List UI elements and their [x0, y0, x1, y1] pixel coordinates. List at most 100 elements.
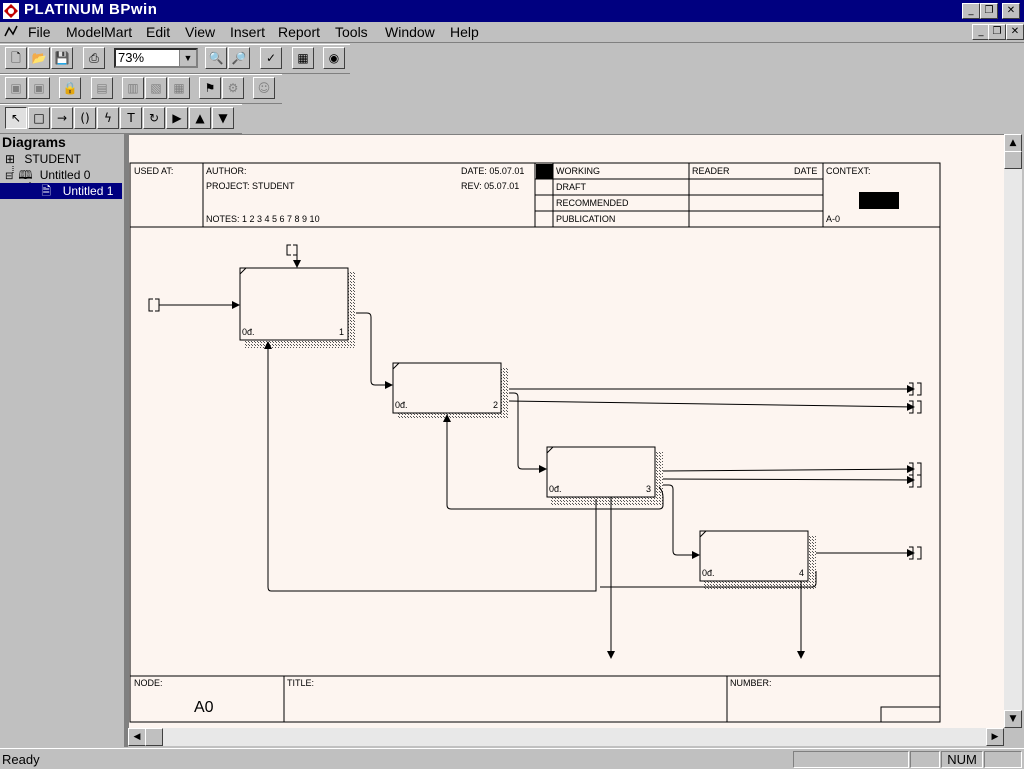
expand-icon[interactable]: ⊟ — [5, 171, 14, 182]
book-icon: 🕮 — [18, 168, 33, 182]
project-label: PROJECT: STUDENT — [206, 181, 295, 191]
activity-box-1: 0đ. 1 — [239, 267, 356, 348]
diagram-canvas[interactable]: USED AT: AUTHOR: PROJECT: STUDENT NOTES:… — [128, 134, 1006, 730]
status-working: WORKING — [556, 166, 600, 176]
feedback-arrow — [443, 414, 664, 510]
document-icon[interactable] — [3, 24, 19, 40]
box-cost: 0đ. — [702, 568, 715, 578]
open-icon[interactable]: 📂 — [28, 47, 50, 69]
model-icon: ⊞ — [5, 152, 16, 166]
tree-item-student[interactable]: ⊞ STUDENT — [5, 151, 81, 167]
activity-box-2: 0đ. 2 — [392, 362, 509, 419]
globe-icon[interactable]: ◉ — [323, 47, 345, 69]
menu-modelmart[interactable]: ModelMart — [66, 24, 133, 40]
mm-security-icon[interactable]: ⚙ — [222, 77, 244, 99]
status-bar: Ready NUM — [0, 748, 1024, 769]
feedback-arrow — [264, 341, 597, 592]
context-node: A-0 — [826, 214, 840, 224]
box-number: 1 — [339, 327, 344, 337]
output-arrow — [662, 475, 915, 484]
diagrams-panel: Diagrams ⊞ STUDENT ⊟ 🕮 Untitled 0 🗎 Unti… — [0, 134, 124, 747]
minimize-button[interactable]: _ — [962, 3, 980, 19]
scroll-left-icon[interactable]: ◀ — [128, 728, 146, 746]
mm-lock-icon[interactable]: 🔒 — [59, 77, 81, 99]
output-arrow — [356, 312, 393, 389]
vertical-scroll-thumb[interactable] — [1004, 151, 1022, 169]
print-icon[interactable]: ⎙ — [83, 47, 105, 69]
mdi-restore-button[interactable]: ❐ — [988, 24, 1006, 40]
menu-help[interactable]: Help — [450, 24, 479, 40]
mm-connect-icon[interactable]: ▣ — [5, 77, 27, 99]
arrow-tool-icon[interactable]: → — [51, 107, 73, 129]
window-title: PLATINUM BPwin — [24, 1, 158, 18]
zoom-select[interactable]: 73% ▼ — [114, 48, 198, 68]
date-label: DATE: 05.07.01 — [461, 166, 524, 176]
horizontal-scroll-thumb[interactable] — [145, 728, 163, 746]
scroll-down-icon[interactable]: ▼ — [1004, 710, 1022, 728]
go-down-icon[interactable]: ▼ — [212, 107, 234, 129]
activity-box-4: 0đ. 4 — [699, 530, 816, 590]
tunnel-bracket — [286, 244, 298, 256]
menu-insert[interactable]: Insert — [230, 24, 266, 40]
tree-item-label: Untitled 0 — [39, 168, 91, 182]
mdi-close-button[interactable]: ✕ — [1006, 24, 1024, 40]
menu-file[interactable]: File — [28, 24, 51, 40]
status-publication: PUBLICATION — [556, 214, 615, 224]
chevron-down-icon[interactable]: ▼ — [179, 50, 196, 66]
tree-item-untitled-1[interactable]: 🗎 Untitled 1 — [0, 183, 122, 199]
menu-view[interactable]: View — [185, 24, 216, 40]
horizontal-scrollbar[interactable]: ◀ ▶ — [128, 728, 1004, 746]
model-explorer-icon[interactable]: ▦ — [292, 47, 314, 69]
feedback-arrow — [600, 571, 817, 588]
mm-open-icon[interactable]: ▤ — [91, 77, 113, 99]
menu-window[interactable]: Window — [385, 24, 435, 40]
activity-box-3: 0đ. 3 — [546, 446, 663, 506]
box-cost: 0đ. — [395, 400, 408, 410]
spellcheck-icon[interactable]: ✓ — [260, 47, 282, 69]
go-to-child-icon[interactable]: ▶ — [166, 107, 188, 129]
app-icon[interactable] — [3, 3, 19, 19]
zoom-out-icon[interactable]: 🔎 — [228, 47, 250, 69]
box-cost: 0đ. — [549, 484, 562, 494]
menu-edit[interactable]: Edit — [146, 24, 171, 40]
tunnel-tool-icon[interactable]: () — [74, 107, 96, 129]
page-icon: 🗎 — [41, 184, 51, 198]
output-arrow — [509, 392, 547, 473]
status-recommended: RECOMMENDED — [556, 198, 629, 208]
save-icon[interactable]: 💾 — [51, 47, 73, 69]
squiggle-tool-icon[interactable]: ϟ — [97, 107, 119, 129]
maximize-button[interactable]: ❐ — [980, 3, 998, 19]
text-tool-icon[interactable]: T — [120, 107, 142, 129]
mm-copy-icon[interactable]: ▧ — [145, 77, 167, 99]
panel-splitter[interactable] — [124, 134, 128, 747]
mm-people-icon[interactable]: ☺ — [253, 77, 275, 99]
menu-tools[interactable]: Tools — [335, 24, 368, 40]
output-tunnels — [909, 382, 922, 560]
mm-disconnect-icon[interactable]: ▣ — [28, 77, 50, 99]
status-cell — [793, 751, 909, 768]
tunnel-bracket — [148, 298, 160, 312]
box-tool-icon[interactable]: □ — [28, 107, 50, 129]
idef0-diagram: USED AT: AUTHOR: PROJECT: STUDENT NOTES:… — [129, 162, 941, 723]
pointer-tool-icon[interactable]: ↖ — [5, 107, 27, 129]
scroll-up-icon[interactable]: ▲ — [1004, 134, 1022, 152]
vertical-scrollbar[interactable]: ▲ ▼ — [1004, 134, 1022, 728]
mm-grid-icon[interactable]: ▦ — [168, 77, 190, 99]
menu-report[interactable]: Report — [278, 24, 321, 40]
status-cell — [984, 751, 1022, 768]
mm-users-icon[interactable]: ⚑ — [199, 77, 221, 99]
output-arrow — [508, 400, 915, 411]
diagram-tree: ⊞ STUDENT ⊟ 🕮 Untitled 0 🗎 Untitled 1 — [0, 150, 122, 745]
drawing-toolbar: ↖ □ → () ϟ T ↻ ▶ ▲ ▼ — [0, 104, 242, 134]
rotate-tool-icon[interactable]: ↻ — [143, 107, 165, 129]
scroll-right-icon[interactable]: ▶ — [986, 728, 1004, 746]
mm-save-icon[interactable]: ▥ — [122, 77, 144, 99]
box-number: 4 — [799, 568, 804, 578]
notes-label: NOTES: 1 2 3 4 5 6 7 8 9 10 — [206, 214, 320, 224]
new-icon[interactable]: 🗋 — [5, 47, 27, 69]
zoom-in-icon[interactable]: 🔍 — [205, 47, 227, 69]
scroll-corner — [1004, 728, 1022, 746]
tree-item-untitled-0[interactable]: ⊟ 🕮 Untitled 0 — [5, 167, 90, 183]
go-to-parent-icon[interactable]: ▲ — [189, 107, 211, 129]
close-button[interactable]: ✕ — [1002, 3, 1020, 19]
